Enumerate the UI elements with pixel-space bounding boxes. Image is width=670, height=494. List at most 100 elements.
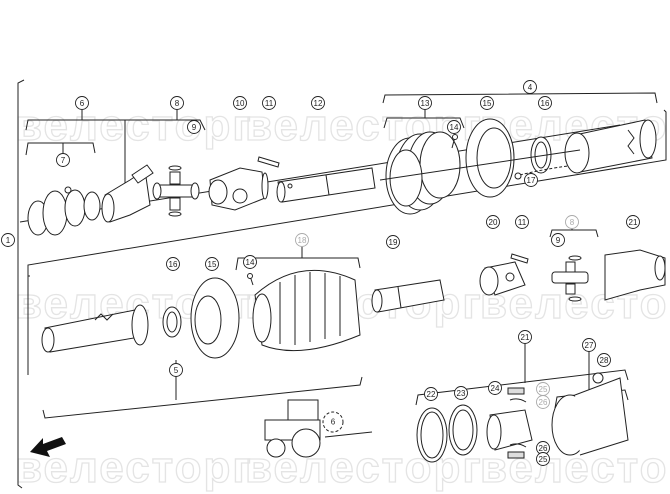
- part-bellows-18: [252, 269, 361, 352]
- callout-24: 24: [488, 381, 502, 395]
- callout-circle: [424, 387, 438, 401]
- part-cross-9b: [551, 255, 589, 302]
- callout-circle: [565, 215, 579, 229]
- part-screw-14: [451, 134, 458, 149]
- callout-number: 14: [246, 258, 255, 267]
- part-ring-15b: [190, 277, 240, 359]
- callout-21: 21: [626, 215, 640, 229]
- callout-number: 23: [457, 389, 466, 398]
- callout-number: 24: [491, 384, 500, 393]
- callout-circle: [233, 96, 247, 110]
- callout-circle: [524, 173, 538, 187]
- part-ring-22: [416, 407, 448, 463]
- callout-number: 27: [585, 341, 594, 350]
- part-pin-11: [257, 156, 280, 168]
- callout-circle: [262, 96, 276, 110]
- part-ring-15: [465, 118, 515, 198]
- callout-14: 14: [447, 120, 461, 134]
- callout-number: 28: [600, 356, 609, 365]
- callout-22: 22: [424, 387, 438, 401]
- callout-circle: [597, 353, 611, 367]
- callout-circle: [170, 96, 184, 110]
- callout-20: 20: [486, 215, 500, 229]
- callout-16: 16: [166, 257, 180, 271]
- callout-circle: [169, 363, 183, 377]
- callout-number: 4: [528, 83, 533, 92]
- callout-number: 16: [169, 260, 178, 269]
- callout-circle: [295, 233, 309, 247]
- callout-circle: [187, 120, 201, 134]
- callout-25: 25: [536, 452, 550, 466]
- watermark: велесторг: [15, 101, 253, 150]
- part-inner-tube: [41, 304, 149, 353]
- callout-circle: [56, 153, 70, 167]
- callout-number: 25: [539, 455, 548, 464]
- callout-circle: [480, 96, 494, 110]
- callout-circle: [536, 395, 550, 409]
- callout-circle: [1, 233, 15, 247]
- callout-number: 7: [61, 156, 66, 165]
- callout-circle: [523, 80, 537, 94]
- callout-11: 11: [515, 215, 529, 229]
- callout-circle: [551, 233, 565, 247]
- callout-circle: [166, 257, 180, 271]
- callout-14: 14: [243, 255, 257, 269]
- callout-17: 17: [524, 173, 538, 187]
- part-tube-19: [371, 279, 445, 313]
- callout-number: 21: [521, 333, 530, 342]
- callout-16: 16: [538, 96, 552, 110]
- part-keys-25-26: [507, 387, 527, 459]
- callout-circle: [386, 235, 400, 249]
- callout-circle: [454, 386, 468, 400]
- callout-circle: [447, 120, 461, 134]
- callout-number: 5: [174, 366, 179, 375]
- part-hub-24: [486, 409, 533, 451]
- part-nut-16b: [162, 306, 182, 338]
- part-tube-12: [276, 167, 376, 203]
- part-pin-11b: [510, 253, 529, 264]
- callout-number: 12: [314, 99, 323, 108]
- part-yoke-10: [208, 167, 269, 211]
- callout-18: 18: [295, 233, 309, 247]
- callout-15: 15: [205, 257, 219, 271]
- callout-7: 7: [56, 153, 70, 167]
- part-yoke-6: [101, 164, 154, 223]
- bracket-lines: [17, 79, 667, 489]
- callout-8: 8: [565, 215, 579, 229]
- part-bellows-13: [385, 131, 461, 215]
- callout-number: 8: [570, 218, 575, 227]
- callout-number: 14: [450, 123, 459, 132]
- callout-number: 9: [192, 123, 197, 132]
- callout-number: 18: [298, 236, 307, 245]
- tractor-icon: 6: [264, 399, 373, 458]
- callout-circle: [538, 96, 552, 110]
- callout-circle: [518, 330, 532, 344]
- callout-circle: [515, 215, 529, 229]
- callout-number: 11: [265, 99, 274, 108]
- callout-23: 23: [454, 386, 468, 400]
- callout-number: 6: [80, 99, 85, 108]
- callout-15: 15: [480, 96, 494, 110]
- callout-number: 15: [483, 99, 492, 108]
- callout-number: 25: [539, 385, 548, 394]
- callout-number: 11: [518, 218, 527, 227]
- callout-circle: [205, 257, 219, 271]
- callout-number: 21: [629, 218, 638, 227]
- callout-8: 8: [170, 96, 184, 110]
- callout-13: 13: [418, 96, 432, 110]
- part-yoke-27: [551, 372, 629, 456]
- callout-21: 21: [518, 330, 532, 344]
- callout-circle: [486, 215, 500, 229]
- callout-1: 1: [1, 233, 15, 247]
- part-ring-23: [448, 404, 478, 456]
- callout-19: 19: [386, 235, 400, 249]
- callout-circle: [243, 255, 257, 269]
- callout-circle: [418, 96, 432, 110]
- part-yoke-21: [604, 249, 666, 301]
- callout-number: 20: [489, 218, 498, 227]
- callout-number: 16: [541, 99, 550, 108]
- callout-circle: [311, 96, 325, 110]
- part-cross-9: [152, 165, 200, 217]
